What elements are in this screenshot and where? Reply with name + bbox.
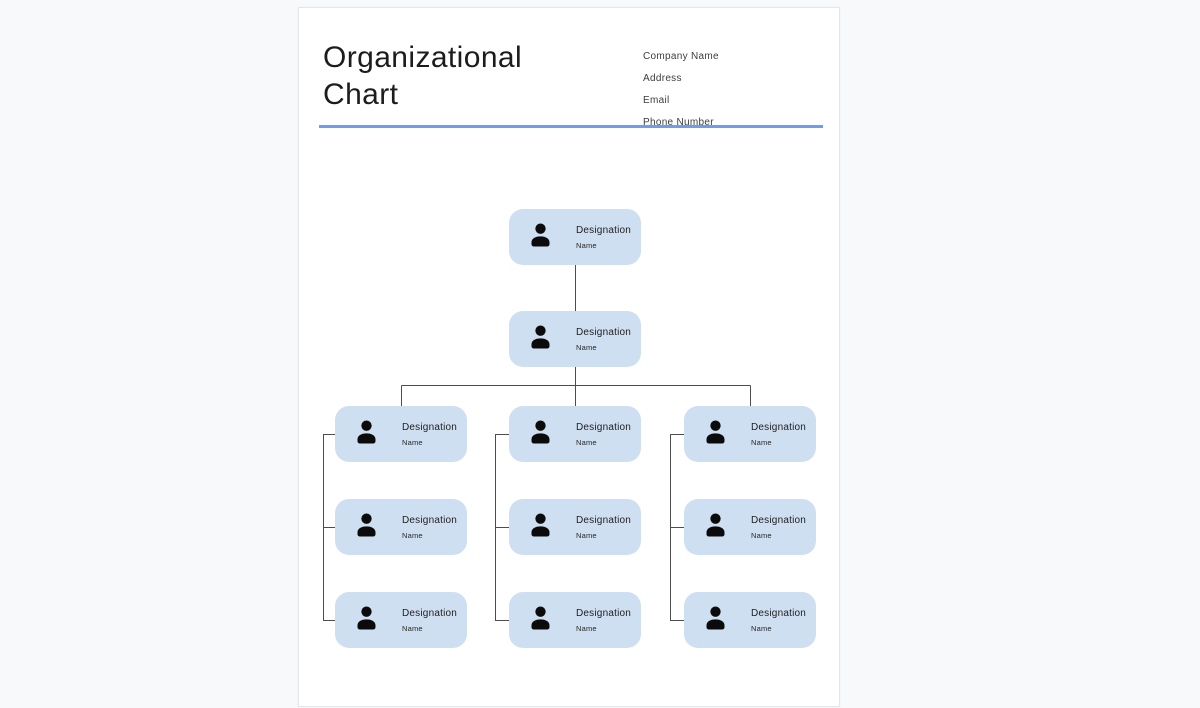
node-designation: Designation	[576, 421, 632, 433]
node-name: Name	[576, 342, 597, 352]
address-text: Address	[643, 73, 682, 84]
node-text: Designation Name	[402, 422, 457, 447]
org-node-col2-row2[interactable]: Designation Name	[509, 499, 641, 555]
person-icon	[702, 419, 729, 449]
node-name: Name	[402, 623, 423, 633]
header-divider	[319, 125, 823, 128]
node-text: Designation Name	[576, 422, 631, 447]
app-background: Organizational Chart Company Name Addres…	[298, 7, 840, 707]
company-name-text: Company Name	[643, 51, 719, 62]
node-name: Name	[576, 240, 597, 250]
company-info-block: Company Name Address Email Phone Number	[643, 46, 823, 134]
node-name: Name	[751, 530, 772, 540]
node-text: Designation Name	[402, 608, 457, 633]
node-designation: Designation	[576, 326, 632, 338]
org-node-col1-row1[interactable]: Designation Name	[335, 406, 467, 462]
person-icon	[527, 419, 554, 449]
node-text: Designation Name	[576, 327, 631, 352]
node-name: Name	[751, 623, 772, 633]
node-text: Designation Name	[576, 515, 631, 540]
node-name: Name	[402, 437, 423, 447]
person-icon	[527, 324, 554, 354]
node-designation: Designation	[751, 421, 807, 433]
org-node-col3-row1[interactable]: Designation Name	[684, 406, 816, 462]
node-text: Designation Name	[576, 608, 631, 633]
document-page: Organizational Chart Company Name Addres…	[298, 7, 840, 707]
node-designation: Designation	[402, 607, 458, 619]
node-text: Designation Name	[751, 515, 806, 540]
email-text: Email	[643, 95, 670, 106]
org-node-col1-row2[interactable]: Designation Name	[335, 499, 467, 555]
node-designation: Designation	[402, 514, 458, 526]
org-node-col2-row1[interactable]: Designation Name	[509, 406, 641, 462]
person-icon	[353, 419, 380, 449]
person-icon	[353, 512, 380, 542]
org-node-col3-row2[interactable]: Designation Name	[684, 499, 816, 555]
node-designation: Designation	[751, 514, 807, 526]
node-text: Designation Name	[576, 225, 631, 250]
org-node-col2-row3[interactable]: Designation Name	[509, 592, 641, 648]
person-icon	[702, 605, 729, 635]
node-name: Name	[402, 530, 423, 540]
node-text: Designation Name	[751, 608, 806, 633]
node-designation: Designation	[576, 514, 632, 526]
org-node-manager[interactable]: Designation Name	[509, 311, 641, 367]
node-text: Designation Name	[402, 515, 457, 540]
org-node-col1-row3[interactable]: Designation Name	[335, 592, 467, 648]
node-designation: Designation	[576, 224, 632, 236]
node-designation: Designation	[402, 421, 458, 433]
node-name: Name	[576, 437, 597, 447]
person-icon	[527, 222, 554, 252]
node-name: Name	[576, 530, 597, 540]
node-text: Designation Name	[751, 422, 806, 447]
node-designation: Designation	[751, 607, 807, 619]
org-node-col3-row3[interactable]: Designation Name	[684, 592, 816, 648]
person-icon	[353, 605, 380, 635]
person-icon	[527, 605, 554, 635]
node-name: Name	[751, 437, 772, 447]
phone-number-text: Phone Number	[643, 117, 714, 128]
node-name: Name	[576, 623, 597, 633]
node-designation: Designation	[576, 607, 632, 619]
page-title: Organizational Chart	[323, 41, 523, 111]
person-icon	[702, 512, 729, 542]
org-node-root[interactable]: Designation Name	[509, 209, 641, 265]
person-icon	[527, 512, 554, 542]
